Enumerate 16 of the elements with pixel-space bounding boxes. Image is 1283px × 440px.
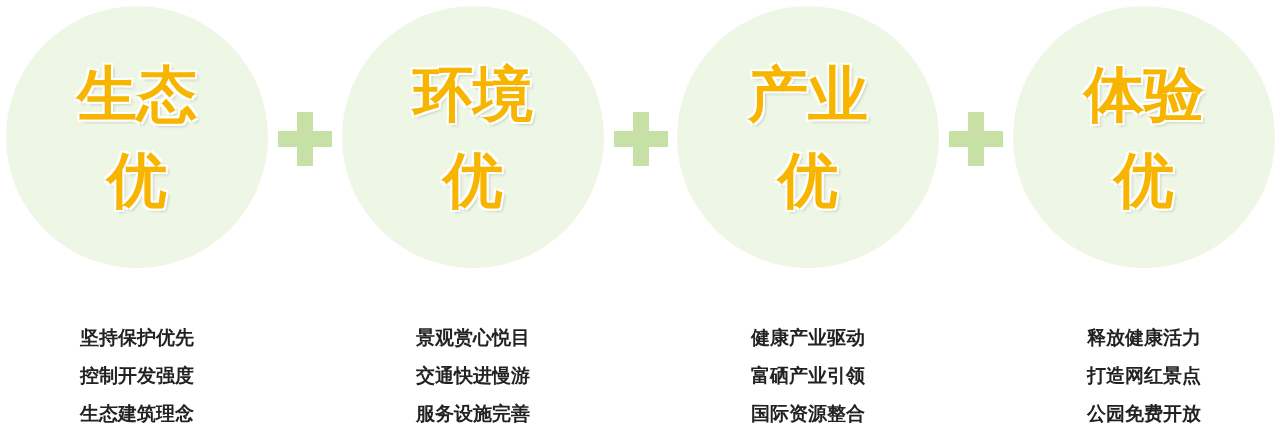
circle-title: 生态优 — [75, 58, 198, 217]
feature-text: 健康产业驱动 — [751, 325, 865, 350]
circle-title: 产业优 — [747, 58, 869, 217]
feature-text: 国际资源整合 — [751, 401, 865, 426]
feature-text: 释放健康活力 — [1087, 325, 1201, 350]
feature-text: 生态建筑理念 — [80, 401, 194, 426]
circle-title: 体验优 — [1081, 58, 1205, 217]
feature-text: 控制开发强度 — [80, 363, 194, 388]
feature-text: 打造网红景点 — [1087, 363, 1201, 388]
feature-text: 坚持保护优先 — [80, 325, 194, 350]
feature-text: 交通快进慢游 — [416, 363, 530, 388]
feature-text: 富硒产业引领 — [751, 363, 865, 388]
feature-text: 景观赏心悦目 — [416, 325, 530, 350]
feature-text: 服务设施完善 — [416, 401, 530, 426]
feature-text: 公园免费开放 — [1087, 401, 1201, 426]
circle-title: 环境优 — [410, 58, 534, 217]
